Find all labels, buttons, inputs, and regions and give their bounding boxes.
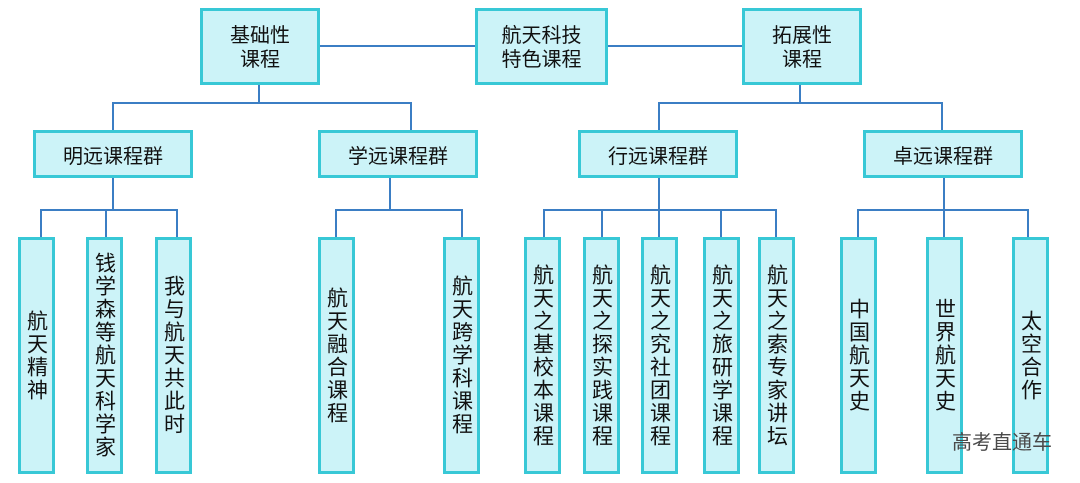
connector-extended-bar	[658, 102, 943, 104]
leaf-aerospace-interdisciplinary: 航天跨学科课程	[443, 237, 480, 474]
leaf-world-aerospace-history: 世界航天史	[926, 237, 963, 474]
group-xueyuan-box: 学远课程群	[318, 130, 478, 178]
connector-mingyuan-leaf3	[176, 209, 178, 237]
connector-xueyuan-leaf2	[461, 209, 463, 237]
connector-xueyuan-bar	[335, 209, 463, 211]
aerospace-feature-courses-label: 航天科技 特色课程	[501, 22, 582, 71]
extended-courses-box: 拓展性 课程	[742, 8, 862, 85]
leaf-china-aerospace-history: 中国航天史	[840, 237, 877, 474]
connector-top-right	[608, 45, 742, 47]
group-zhuoyuan-label: 卓远课程群	[893, 143, 993, 168]
connector-xingyuan-bar	[543, 209, 777, 211]
leaf-qian-xuesen-scientists: 钱学森等航天科学家	[86, 237, 123, 474]
basic-courses-box: 基础性 课程	[200, 8, 320, 85]
leaf-me-and-aerospace: 我与航天共此时	[155, 237, 192, 474]
leaf-aerospace-exploration: 航天之探实践课程	[583, 237, 620, 474]
leaf-label: 航天跨学科课程	[449, 275, 474, 436]
leaf-label: 航天之究社团课程	[647, 263, 672, 448]
group-mingyuan-label: 明远课程群	[63, 143, 163, 168]
connector-xingyuan-leaf1	[543, 209, 545, 237]
connector-mingyuan-leaf1	[40, 209, 42, 237]
leaf-aerospace-integration: 航天融合课程	[318, 237, 355, 474]
connector-xueyuan-down	[389, 178, 391, 210]
group-zhuoyuan-box: 卓远课程群	[863, 130, 1023, 178]
connector-extended-xingyuan	[658, 102, 660, 130]
connector-mingyuan-bar	[40, 209, 178, 211]
connector-zhuoyuan-leaf1	[857, 209, 859, 237]
leaf-aerospace-study-tour: 航天之旅研学课程	[703, 237, 740, 474]
leaf-aerospace-basis: 航天之基校本课程	[524, 237, 561, 474]
leaf-label: 航天融合课程	[324, 286, 349, 425]
leaf-aerospace-spirit: 航天精神	[18, 237, 55, 474]
connector-xingyuan-leaf4	[720, 209, 722, 237]
leaf-aerospace-research-club: 航天之究社团课程	[641, 237, 678, 474]
leaf-label: 航天之探实践课程	[589, 263, 614, 448]
leaf-label: 太空合作	[1018, 309, 1043, 402]
connector-basic-xueyuan	[410, 102, 412, 130]
leaf-label: 航天之旅研学课程	[709, 263, 734, 448]
leaf-label: 航天之基校本课程	[530, 263, 555, 448]
leaf-label: 世界航天史	[932, 298, 957, 413]
connector-mingyuan-leaf2	[105, 209, 107, 237]
connector-xingyuan-leaf3	[658, 209, 660, 237]
connector-extended-down	[799, 85, 801, 103]
connector-extended-zhuoyuan	[941, 102, 943, 130]
connector-basic-mingyuan	[112, 102, 114, 130]
leaf-aerospace-expert-forum: 航天之索专家讲坛	[758, 237, 795, 474]
leaf-space-cooperation: 太空合作	[1012, 237, 1049, 474]
connector-zhuoyuan-leaf3	[1027, 209, 1029, 237]
group-xingyuan-label: 行远课程群	[608, 143, 708, 168]
connector-xingyuan-down	[658, 178, 660, 210]
leaf-label: 钱学森等航天科学家	[92, 252, 117, 459]
connector-top-left	[320, 45, 475, 47]
connector-xingyuan-leaf5	[775, 209, 777, 237]
leaf-label: 我与航天共此时	[161, 275, 186, 436]
group-xingyuan-box: 行远课程群	[578, 130, 738, 178]
group-xueyuan-label: 学远课程群	[348, 143, 448, 168]
connector-zhuoyuan-down	[943, 178, 945, 210]
leaf-label: 航天之索专家讲坛	[764, 263, 789, 448]
watermark-text: 高考直通车	[952, 430, 1052, 454]
leaf-label: 中国航天史	[846, 298, 871, 413]
aerospace-feature-courses-box: 航天科技 特色课程	[475, 8, 608, 85]
connector-basic-bar	[112, 102, 412, 104]
basic-courses-label: 基础性 课程	[230, 22, 290, 71]
connector-xingyuan-leaf2	[601, 209, 603, 237]
connector-basic-down	[258, 85, 260, 103]
connector-xueyuan-leaf1	[335, 209, 337, 237]
extended-courses-label: 拓展性 课程	[772, 22, 832, 71]
leaf-label: 航天精神	[24, 309, 49, 402]
connector-zhuoyuan-leaf2	[943, 209, 945, 237]
group-mingyuan-box: 明远课程群	[33, 130, 193, 178]
connector-mingyuan-down	[112, 178, 114, 210]
